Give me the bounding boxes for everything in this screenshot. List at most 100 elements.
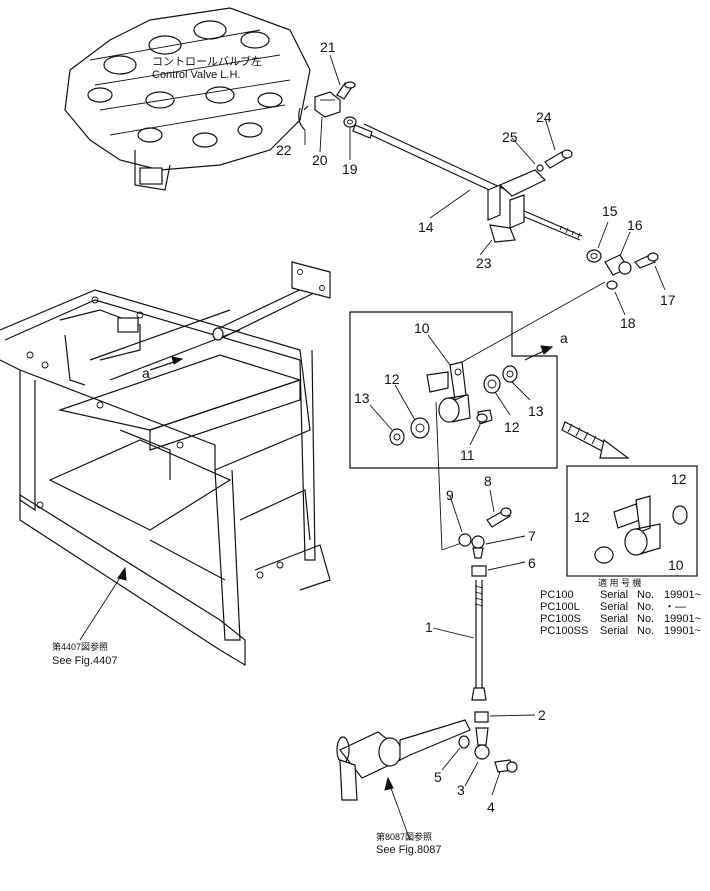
callout-12-alt: 12	[574, 509, 590, 525]
row-label: Serial	[600, 625, 628, 637]
callout-25: 25	[502, 129, 518, 145]
rod-icon	[471, 580, 487, 701]
control-valve-icon	[64, 7, 311, 191]
row-range: ・―	[664, 601, 686, 613]
ball-joint-icon	[604, 254, 632, 276]
ref-fig4407-en: See Fig.4407	[52, 655, 117, 667]
callout-12-alt: 12	[671, 471, 687, 487]
callout-19: 19	[342, 161, 358, 177]
callout-5: 5	[434, 769, 442, 785]
callout-3: 3	[457, 782, 465, 798]
section-mark-a: a	[142, 365, 150, 381]
callout-21: 21	[320, 39, 336, 55]
row-model: PC100S	[540, 613, 581, 625]
applicability-table: 適 用 号 機 PC100 Serial No. 19901~ PC100L S…	[540, 577, 701, 637]
bushing-icon	[502, 365, 518, 383]
alt-detail-box	[566, 465, 698, 577]
ball-joint-icon	[474, 727, 490, 760]
callout-9: 9	[446, 487, 454, 503]
bushing-icon	[594, 546, 614, 564]
callout-4: 4	[487, 799, 495, 815]
section-mark-a-detail: a	[560, 330, 568, 346]
callout-6: 6	[528, 555, 536, 571]
callout-10: 10	[414, 320, 430, 336]
callout-16: 16	[627, 217, 643, 233]
ref-fig8087-en: See Fig.8087	[376, 844, 441, 856]
callout-1: 1	[425, 619, 433, 635]
callout-12: 12	[504, 419, 520, 435]
row-model: PC100SS	[540, 625, 588, 637]
nut-icon	[606, 280, 618, 290]
row-label: Serial	[600, 613, 628, 625]
bushing-icon	[410, 417, 430, 439]
applicability-header: 適 用 号 機	[598, 577, 642, 588]
callout-17: 17	[660, 292, 676, 308]
washer-icon	[389, 428, 405, 446]
callout-18: 18	[620, 315, 636, 331]
bolt-icon	[336, 81, 356, 100]
lever-icon	[426, 361, 471, 423]
row-no: No.	[637, 589, 654, 601]
bushing-icon	[672, 505, 688, 525]
bolt-icon	[494, 759, 518, 773]
callout-10-alt: 10	[668, 557, 684, 573]
row-label: Serial	[600, 601, 628, 613]
row-no: No.	[637, 625, 654, 637]
callout-2: 2	[538, 707, 546, 723]
row-no: No.	[637, 601, 654, 613]
bolt-icon	[476, 409, 493, 425]
washer-icon	[458, 533, 472, 547]
bushing-icon	[483, 374, 501, 394]
callout-20: 20	[312, 152, 328, 168]
callout-13: 13	[528, 403, 544, 419]
control-valve-title-en: Control Valve L.H.	[152, 69, 240, 81]
washer-icon	[536, 164, 544, 172]
table-row: PC100S Serial No. 19901~	[540, 613, 701, 625]
ball-joint-icon	[471, 535, 485, 559]
table-row: PC100SS Serial No. 19901~	[540, 625, 701, 637]
row-model: PC100	[540, 589, 574, 601]
pedal-icon	[336, 719, 471, 801]
row-label: Serial	[600, 589, 628, 601]
row-range: 19901~	[664, 589, 701, 601]
row-range: 19901~	[664, 613, 701, 625]
table-row: PC100 Serial No. 19901~	[540, 589, 701, 601]
washer-icon	[458, 735, 470, 749]
callout-8: 8	[484, 473, 492, 489]
clevis-icon	[314, 91, 341, 118]
callout-22: 22	[276, 142, 292, 158]
row-model: PC100L	[540, 601, 580, 613]
bolt-icon	[544, 149, 573, 169]
lever-icon	[487, 169, 547, 243]
arrow-icon	[149, 356, 184, 371]
frame-icon	[0, 289, 331, 667]
callout-14: 14	[418, 219, 434, 235]
callout-12: 12	[384, 371, 400, 387]
callout-24: 24	[536, 109, 552, 125]
nut-icon	[343, 116, 357, 128]
callout-23: 23	[476, 255, 492, 271]
callout-13: 13	[354, 390, 370, 406]
callout-15: 15	[602, 203, 618, 219]
callout-7: 7	[528, 528, 536, 544]
detail-box	[349, 311, 558, 469]
arrow-icon	[561, 421, 630, 459]
nut-icon	[471, 565, 487, 577]
rod-icon	[352, 123, 583, 241]
table-row: PC100L Serial No. ・―	[540, 601, 686, 613]
ref-fig8087-jp: 第8087図参照	[376, 831, 432, 842]
nut-icon	[474, 711, 489, 723]
ref-fig4407-jp: 第4407図参照	[52, 641, 108, 652]
nut-icon	[586, 249, 602, 263]
control-valve-title-jp: コントロールバルブ左	[152, 54, 262, 68]
bolt-icon	[486, 507, 512, 528]
lever-icon	[613, 495, 661, 556]
bolt-icon	[634, 252, 659, 269]
shaft-icon	[212, 261, 331, 341]
arrow-icon	[524, 345, 554, 361]
cotter-pin-icon	[298, 105, 309, 131]
row-range: 19901~	[664, 625, 701, 637]
row-no: No.	[637, 613, 654, 625]
callout-11: 11	[460, 447, 475, 463]
